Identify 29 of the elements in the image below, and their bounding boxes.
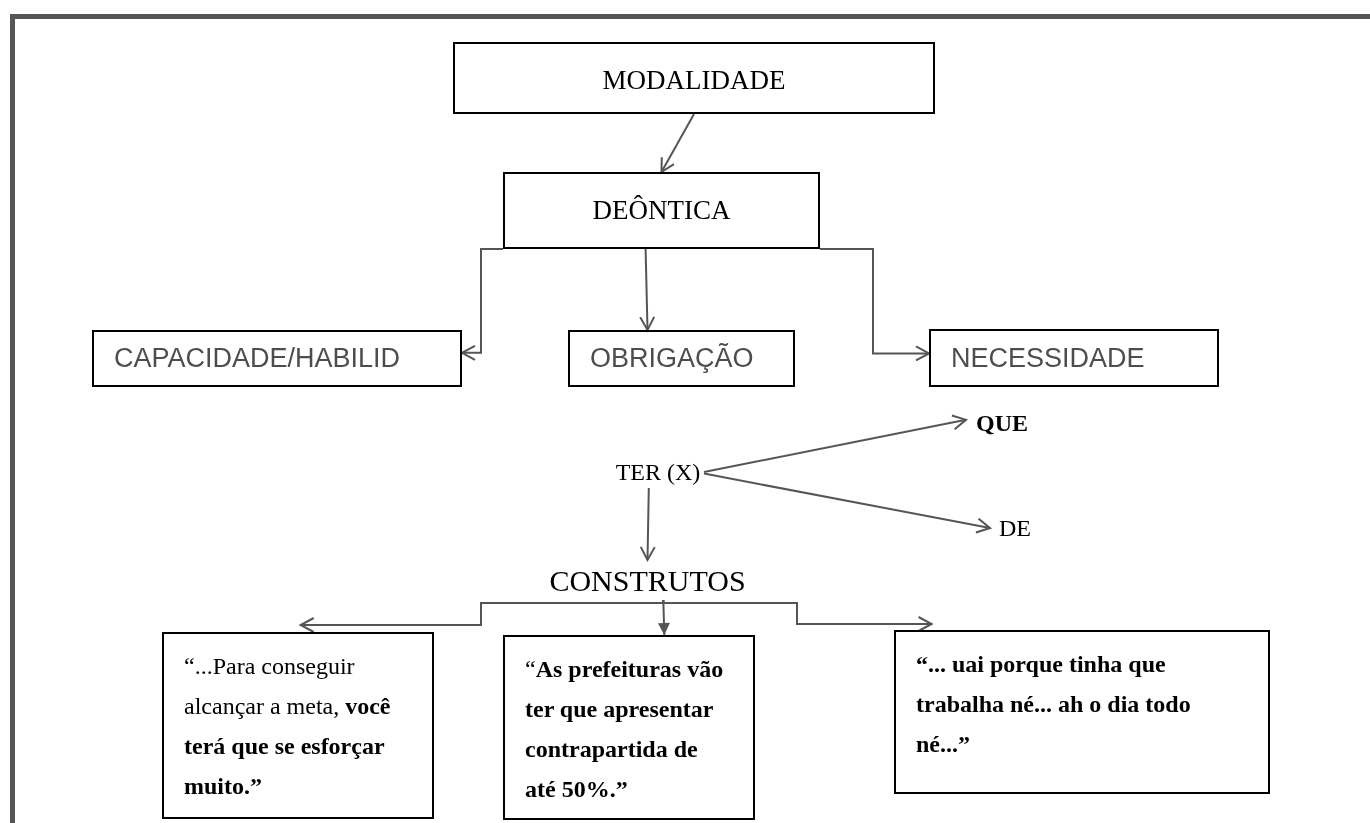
box-text: NECESSIDADE	[951, 341, 1145, 375]
quote-box	[503, 635, 755, 820]
arrow	[461, 248, 504, 361]
category-box	[92, 330, 462, 387]
arrow	[703, 414, 967, 473]
box-text: MODALIDADE	[602, 64, 786, 97]
box-text: OBRIGAÇÃO	[590, 342, 754, 376]
category-box	[503, 172, 820, 249]
quote-box	[162, 632, 434, 819]
category-box	[929, 329, 1219, 387]
box-text: CAPACIDADE/HABILID	[114, 342, 401, 376]
arrow	[662, 599, 933, 632]
box-text: “...Para conseguir alcançar a meta, você terá que se esforçar muito.”	[184, 653, 391, 799]
box-text: DEÔNTICA	[592, 194, 731, 227]
category-box	[568, 330, 795, 387]
box-text: “As prefeituras vão ter que apresentar contrapartida de até 50%.”	[525, 656, 724, 802]
arrow	[639, 487, 656, 561]
quote-box	[894, 630, 1270, 794]
arrow	[819, 248, 930, 362]
arrow	[660, 113, 695, 173]
arrow	[299, 599, 665, 633]
arrow	[703, 472, 991, 534]
category-box	[453, 42, 935, 114]
complement-label: DE	[999, 514, 1031, 543]
box-text: “... uai porque tinha que trabalha né... ah o dia todo né...”	[916, 651, 1191, 757]
complement-label: QUE	[976, 409, 1028, 438]
verb-label: TER (X)	[615, 458, 701, 487]
arrow	[639, 248, 656, 331]
construct-label: CONSTRUTOS	[549, 562, 746, 599]
